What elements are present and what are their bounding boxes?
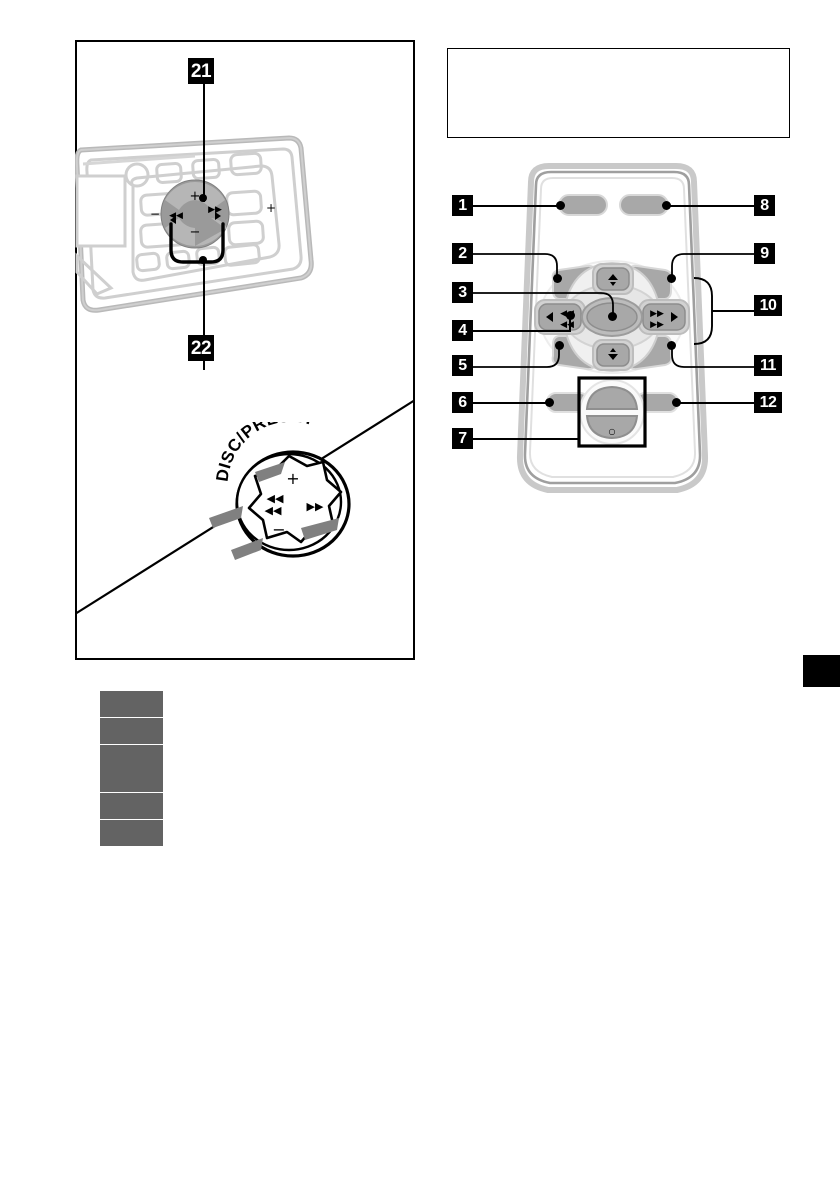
callout-12-leader (678, 402, 754, 404)
callout-11-anchor-dot (667, 341, 676, 350)
remote-button-1[interactable] (558, 194, 608, 216)
svg-text:◀◀: ◀◀ (169, 211, 183, 221)
svg-text:◀◀: ◀◀ (560, 320, 574, 330)
callout-badge-3: 3 (452, 282, 473, 303)
callout-6-anchor-dot (545, 398, 554, 407)
note-box (447, 48, 790, 138)
callout-badge-4: 4 (452, 320, 473, 341)
callout-badge-11: 11 (754, 355, 782, 376)
callout-9-anchor-dot (667, 274, 676, 283)
svg-text:−: − (272, 520, 285, 539)
callout-11-leader (671, 345, 756, 368)
svg-text:+: + (286, 469, 299, 488)
car-stereo-faceplate-illustration: + − ◀◀ ▶▶ − + (75, 135, 314, 313)
svg-text:▶▶: ▶▶ (307, 500, 324, 513)
svg-text:−: − (190, 225, 201, 240)
svg-text:+: + (190, 189, 201, 204)
callout-9-leader (671, 253, 756, 278)
svg-text:+: + (266, 201, 276, 215)
svg-text:▶▶: ▶▶ (650, 309, 664, 319)
page-edge-tab (803, 655, 840, 687)
callout-8-anchor-dot (662, 201, 671, 210)
callout-8-leader (666, 205, 754, 207)
callout-4-riser (569, 314, 571, 331)
callout-3-leader (473, 292, 614, 316)
callout-1-leader (473, 205, 561, 207)
callout-badge-7: 7 (452, 428, 473, 449)
callout-badge-12: 12 (754, 392, 782, 413)
disc-preset-dial-illustration: DISC/PRESET + − ◀◀ ◀◀ ▶▶ (209, 422, 351, 560)
callout-1-anchor-dot (556, 201, 565, 210)
callout-badge-10: 10 (754, 295, 782, 316)
callout-badge-1: 1 (452, 195, 473, 216)
callout-6-leader (473, 402, 549, 404)
redacted-bar-1 (100, 691, 163, 717)
callout-12-anchor-dot (672, 398, 681, 407)
callout-21-leader (203, 70, 205, 202)
callout-7-leader (473, 438, 579, 440)
callout-badge-21: 21 (188, 58, 214, 84)
remote-control-illustration: ◀◀ ◀◀ ▶▶ ▶▶ ○ (516, 163, 709, 493)
callout-3-anchor-dot (608, 312, 617, 321)
callout-badge-6: 6 (452, 392, 473, 413)
svg-text:◀◀: ◀◀ (265, 504, 282, 517)
callout-2-anchor-dot (553, 274, 562, 283)
callout-21-anchor-dot (199, 194, 207, 202)
remote-volume-rocker[interactable]: ○ (585, 385, 639, 440)
callout-22-anchor-dot (199, 256, 207, 264)
svg-text:▶▶: ▶▶ (650, 320, 664, 330)
redacted-bar-5 (100, 793, 163, 819)
callout-badge-2: 2 (452, 243, 473, 264)
volume-rocker-highlight-box (577, 376, 647, 448)
callout-badge-5: 5 (452, 355, 473, 376)
note-box-text (448, 49, 789, 65)
remote-dpad-down[interactable] (592, 339, 634, 371)
redacted-bar-4 (100, 766, 163, 792)
svg-text:◀◀: ◀◀ (267, 492, 284, 505)
callout-4-leader (473, 330, 571, 332)
redacted-bar-2 (100, 718, 163, 744)
remote-dpad-up[interactable] (592, 263, 634, 295)
callout-10-bracket (693, 277, 756, 345)
callout-badge-9: 9 (754, 243, 775, 264)
svg-text:○: ○ (609, 427, 616, 436)
left-illustration-panel: + − ◀◀ ▶▶ − + DISC/PRESET + (75, 40, 415, 660)
callout-2-leader (473, 253, 558, 278)
callout-5-leader (473, 345, 560, 368)
callout-5-anchor-dot (555, 341, 564, 350)
redacted-bar-6 (100, 820, 163, 846)
svg-text:▶▶: ▶▶ (208, 205, 222, 215)
remote-button-8[interactable] (619, 194, 669, 216)
callout-badge-8: 8 (754, 195, 775, 216)
callout-badge-22: 22 (188, 335, 214, 361)
remote-dpad-right[interactable]: ▶▶ ▶▶ (638, 299, 690, 335)
callout-22-leader (203, 260, 205, 370)
svg-text:−: − (150, 207, 160, 221)
